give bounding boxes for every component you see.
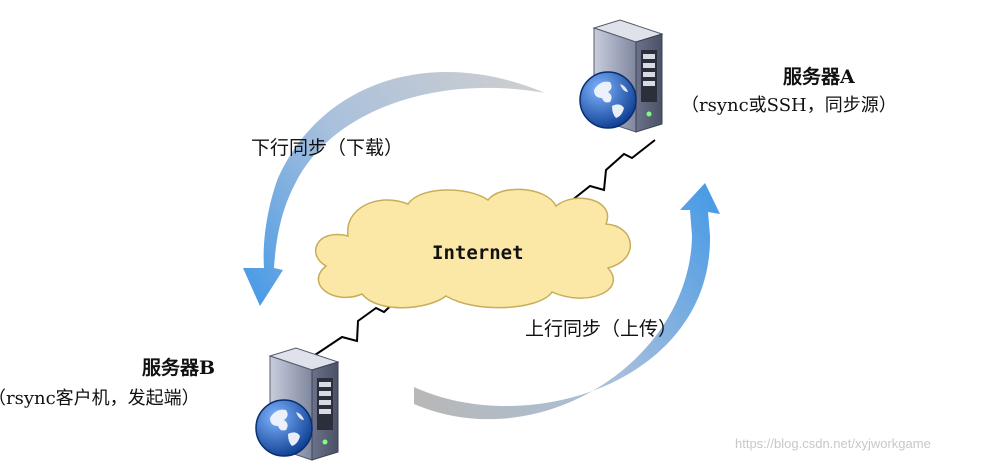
link-cloud-b <box>311 296 401 358</box>
server-b-title: 服务器B <box>142 357 216 379</box>
download-label: 下行同步（下载） <box>251 137 404 159</box>
internet-label: Internet <box>432 242 524 264</box>
watermark: https://blog.csdn.net/xyjworkgame <box>735 436 931 451</box>
server-b-subtitle: （rsync客户机，发起端） <box>0 388 200 409</box>
server-b-icon <box>255 347 339 461</box>
upload-arrow <box>414 183 720 420</box>
server-a-title: 服务器A <box>783 66 855 88</box>
upload-label: 上行同步（上传） <box>525 318 678 340</box>
download-arrow <box>243 72 545 306</box>
server-a-subtitle: （rsync或SSH，同步源） <box>681 95 897 116</box>
internet-cloud <box>315 188 631 309</box>
server-a-icon <box>579 19 663 133</box>
link-a-cloud <box>565 139 656 206</box>
